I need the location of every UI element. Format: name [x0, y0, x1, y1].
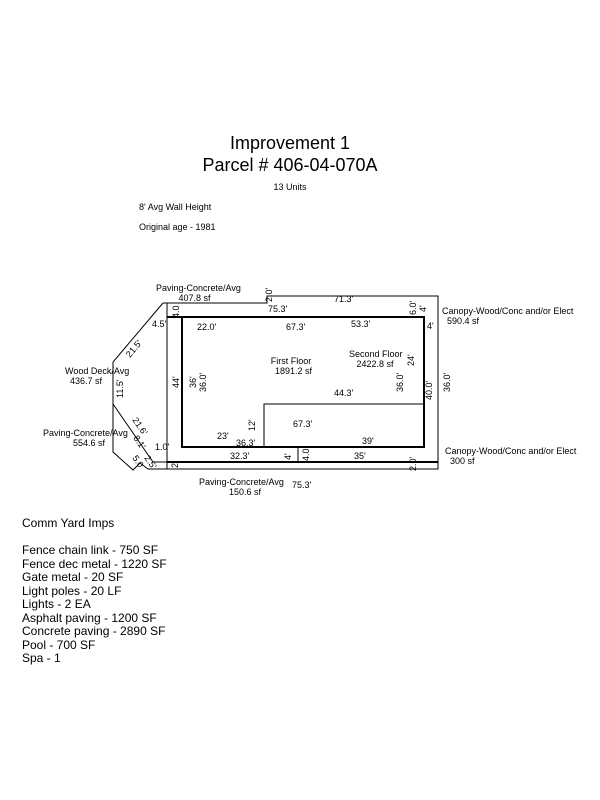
units-count: 13 Units — [273, 182, 307, 192]
yard-item: Lights - 2 EA — [22, 597, 91, 611]
dim: 2 — [170, 463, 180, 468]
dim: 4.5' — [152, 319, 167, 329]
yard-item: Gate metal - 20 SF — [22, 570, 124, 584]
dim: 36.0' — [442, 372, 452, 392]
dim: 5.0 — [130, 453, 145, 469]
dim: 2.0' — [264, 287, 274, 302]
yard-title: Comm Yard Imps — [22, 516, 115, 530]
dim: 4.0 — [171, 305, 181, 318]
dim: 67.3' — [286, 322, 306, 332]
dim: 24' — [406, 354, 416, 366]
dim: 2.0' — [408, 456, 418, 471]
dim: 4' — [418, 305, 428, 312]
yard-item: Pool - 700 SF — [22, 637, 96, 652]
dim: 67.3' — [293, 419, 313, 429]
dim: 11.5' — [115, 379, 125, 398]
area-label: First Floor 1891.2 sf — [270, 356, 313, 376]
dim: 6.0' — [408, 300, 418, 315]
dim: 22.0' — [197, 322, 217, 332]
dim: 40.0' — [424, 380, 434, 400]
dim: 36.0' — [395, 372, 405, 392]
area-label: Paving-Concrete/Avg 150.6 sf — [199, 477, 284, 497]
yard-item: Asphalt paving - 1200 SF — [22, 610, 157, 625]
area-label: Second Floor 2422.8 sf — [349, 349, 403, 369]
yard-item: Spa - 1 — [22, 651, 61, 665]
area-label: Paving-Concrete/Avg 407.8 sf — [156, 283, 241, 303]
yard-improvements: Comm Yard Imps Fence chain link - 750 SF… — [22, 516, 167, 666]
dim: 36.3' — [236, 438, 256, 448]
yard-item: Fence dec metal - 1220 SF — [22, 556, 167, 571]
area-label: Paving-Concrete/Avg 554.6 sf — [43, 428, 128, 448]
dim: 75.3' — [268, 304, 288, 314]
area-label: Canopy-Wood/Conc and/or Elect 590.4 sf — [442, 306, 574, 326]
dim: 71.3' — [334, 294, 354, 304]
area-label: Canopy-Wood/Conc and/or Elect 300 sf — [445, 446, 577, 466]
dim: 8.1' — [131, 433, 148, 451]
yard-item: Concrete paving - 2890 SF — [22, 624, 166, 638]
dim: 35' — [354, 451, 366, 461]
dim: 32.3' — [230, 451, 250, 461]
parcel-number: Parcel # 406-04-070A — [202, 155, 378, 175]
dim: 75.3' — [292, 480, 312, 490]
dim: 39' — [362, 436, 374, 446]
dim: 1.0' — [155, 442, 170, 452]
dim: 36.0' — [198, 372, 208, 392]
dim: 4' — [283, 453, 293, 460]
dim: 23' — [217, 431, 229, 441]
area-label: Wood Deck/Avg 436.7 sf — [65, 366, 130, 386]
dim: 4' — [427, 321, 434, 331]
dim: 4.0 — [301, 448, 311, 461]
yard-item: Fence chain link - 750 SF — [22, 543, 159, 557]
dim: 44' — [171, 376, 181, 388]
page-title: Improvement 1 — [229, 133, 351, 153]
dim: 53.3' — [351, 319, 371, 329]
dim: 44.3' — [334, 388, 354, 398]
dim: 12' — [247, 419, 257, 431]
dim: 36' — [188, 376, 198, 388]
dim: 21.5' — [124, 338, 144, 359]
paving-left — [112, 404, 167, 471]
original-age: Original age - 1981 — [139, 222, 216, 232]
wall-height: 8' Avg Wall Height — [139, 202, 212, 212]
yard-item: Light poles - 20 LF — [22, 583, 122, 598]
